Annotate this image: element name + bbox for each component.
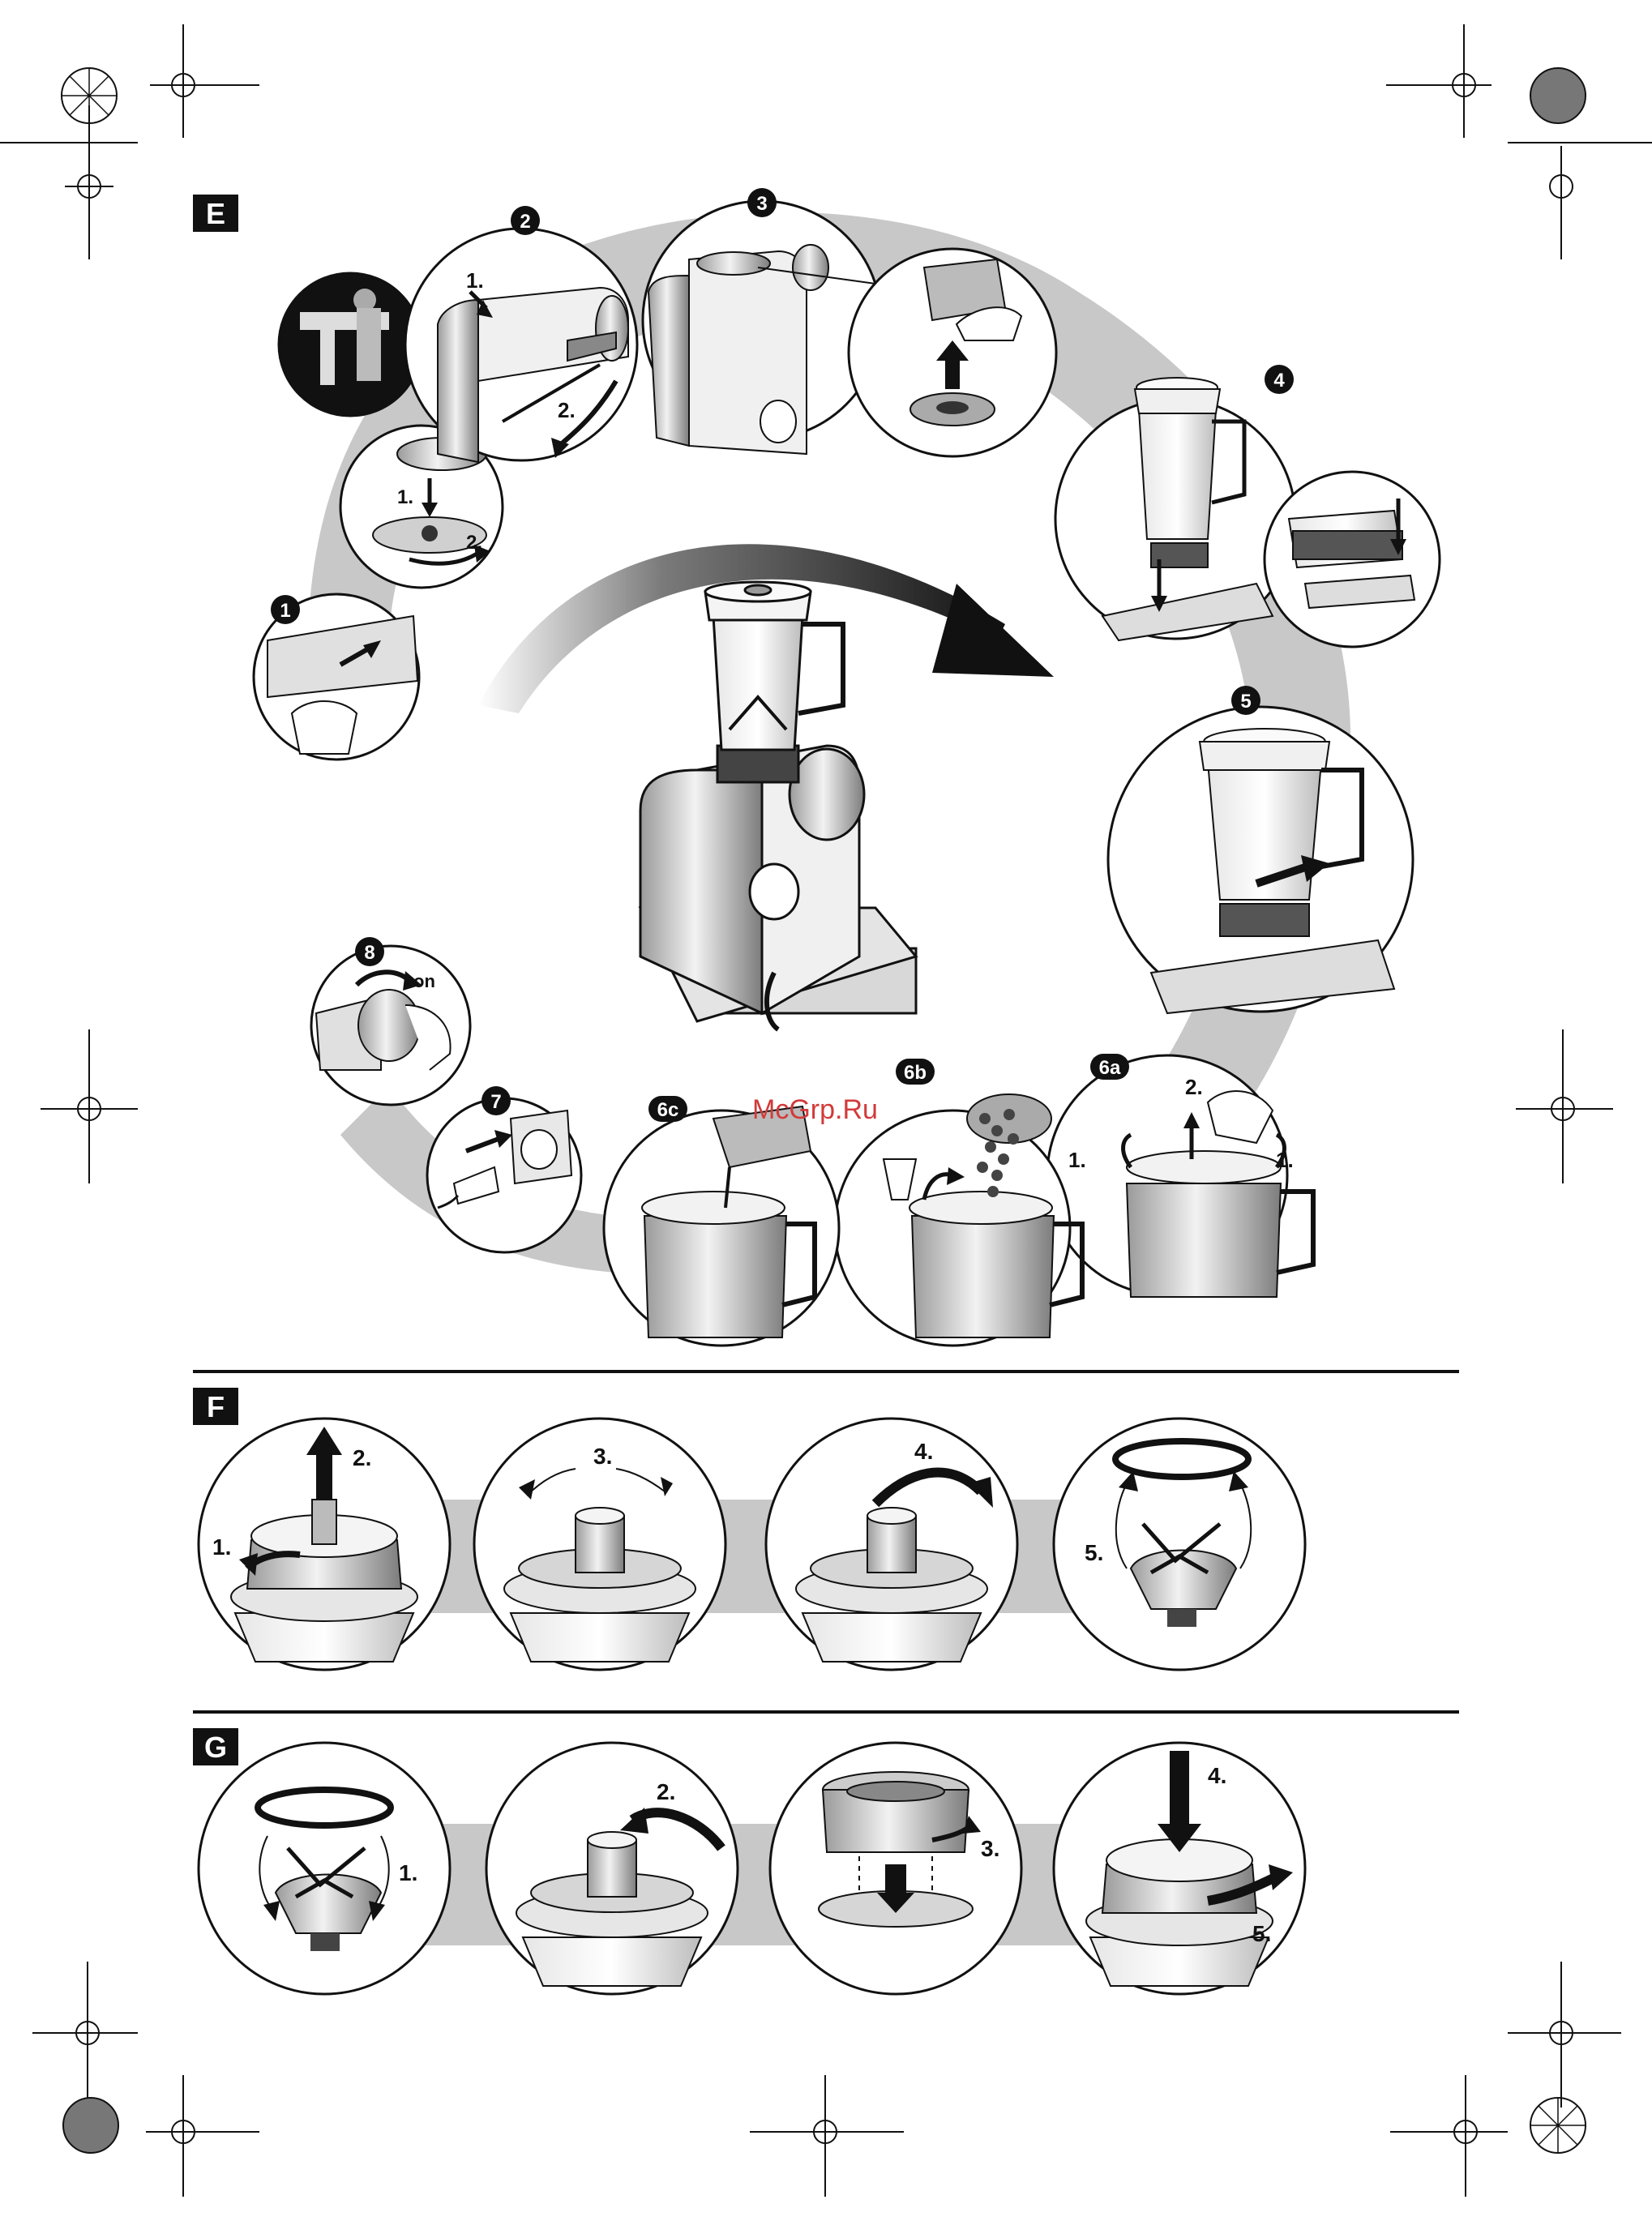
g-label-5: 5. <box>1252 1921 1271 1946</box>
section-e: E <box>193 188 1440 1346</box>
step-6a-panel: 1. 2. 1. 6a <box>1047 1054 1313 1297</box>
step-5-number: 5 <box>1240 691 1251 713</box>
step-2-label-2: 2. <box>558 398 576 422</box>
filled-target-icon <box>1530 68 1586 123</box>
g-label-2: 2. <box>657 1779 675 1804</box>
crop-mark-icon <box>32 1962 138 2108</box>
step-8-number: 8 <box>364 942 374 964</box>
crop-mark-icon <box>0 105 138 259</box>
step-3-detail-panel <box>849 249 1056 456</box>
section-g-letter: G <box>204 1731 227 1764</box>
base-label-2: 2. <box>466 532 482 554</box>
g-step-1-panel: 1. <box>199 1743 450 1994</box>
section-g-header: G <box>193 1728 238 1765</box>
step-1-panel: 1 <box>254 594 419 760</box>
section-g: G 1. 2. <box>193 1728 1305 1994</box>
crop-mark-icon <box>150 24 259 138</box>
detail-inset <box>279 273 422 416</box>
step-6c-number: 6c <box>657 1099 679 1121</box>
step-6a-label-top: 2. <box>1185 1075 1203 1099</box>
step-6b-number: 6b <box>904 1062 927 1084</box>
g-step-2-panel: 2. <box>486 1743 738 1994</box>
base-label-1: 1. <box>397 486 413 508</box>
step-2-number: 2 <box>520 211 530 233</box>
f-label-1: 1. <box>212 1534 231 1560</box>
starburst-target-icon <box>62 68 117 123</box>
f-label-2: 2. <box>353 1445 371 1470</box>
crop-mark-icon <box>146 2075 259 2197</box>
filled-target-icon <box>63 2098 118 2153</box>
step-6a-label-left: 1. <box>1068 1148 1086 1172</box>
f-label-3: 3. <box>593 1444 612 1469</box>
step-3-number: 3 <box>756 193 767 215</box>
starburst-target-icon <box>1530 2098 1586 2153</box>
crop-mark-icon <box>1508 1962 1621 2108</box>
step-4-detail-panel <box>1265 472 1440 647</box>
section-f: F 1. 2. <box>193 1388 1305 1670</box>
watermark: McGrp.Ru <box>752 1094 878 1125</box>
step-6a-number: 6a <box>1099 1057 1121 1079</box>
step-2-label-1: 1. <box>466 268 484 293</box>
section-f-letter: F <box>207 1390 225 1423</box>
step-4-number: 4 <box>1273 370 1285 392</box>
crop-mark-icon <box>1516 1029 1613 1183</box>
crop-mark-icon <box>750 2075 904 2197</box>
section-f-header: F <box>193 1388 238 1425</box>
f-step-2-panel: 3. <box>474 1419 725 1670</box>
g-label-1: 1. <box>399 1860 417 1885</box>
g-label-3: 3. <box>981 1836 999 1861</box>
central-appliance-illustration <box>640 582 916 1029</box>
f-step-3-panel: 4. <box>766 1419 1017 1670</box>
g-step-4-panel: 4. 5. <box>1054 1743 1305 1994</box>
f-step-1-panel: 1. 2. <box>199 1419 450 1670</box>
crop-mark-icon <box>41 1029 138 1183</box>
f-step-4-panel: 5. <box>1054 1419 1305 1670</box>
step-8-panel: on 8 <box>311 937 470 1105</box>
step-7-panel: 7 <box>427 1086 581 1252</box>
step-1-number: 1 <box>280 600 290 622</box>
g-label-4: 4. <box>1208 1763 1226 1788</box>
crop-mark-icon <box>1390 2075 1508 2197</box>
step-7-number: 7 <box>490 1091 501 1113</box>
step-6a-label-right: 1. <box>1276 1148 1294 1172</box>
step-8-on-label: on <box>413 971 435 991</box>
g-step-3-panel: 3. <box>770 1743 1021 1994</box>
crop-mark-icon <box>1508 143 1652 259</box>
f-label-4: 4. <box>914 1439 933 1464</box>
crop-mark-icon <box>1386 24 1492 138</box>
step-5-panel: 5 <box>1108 686 1413 1013</box>
section-e-header: E <box>193 195 238 232</box>
f-label-5: 5. <box>1085 1540 1103 1565</box>
section-e-letter: E <box>206 197 225 230</box>
step-6c-panel: 6c <box>604 1096 839 1346</box>
